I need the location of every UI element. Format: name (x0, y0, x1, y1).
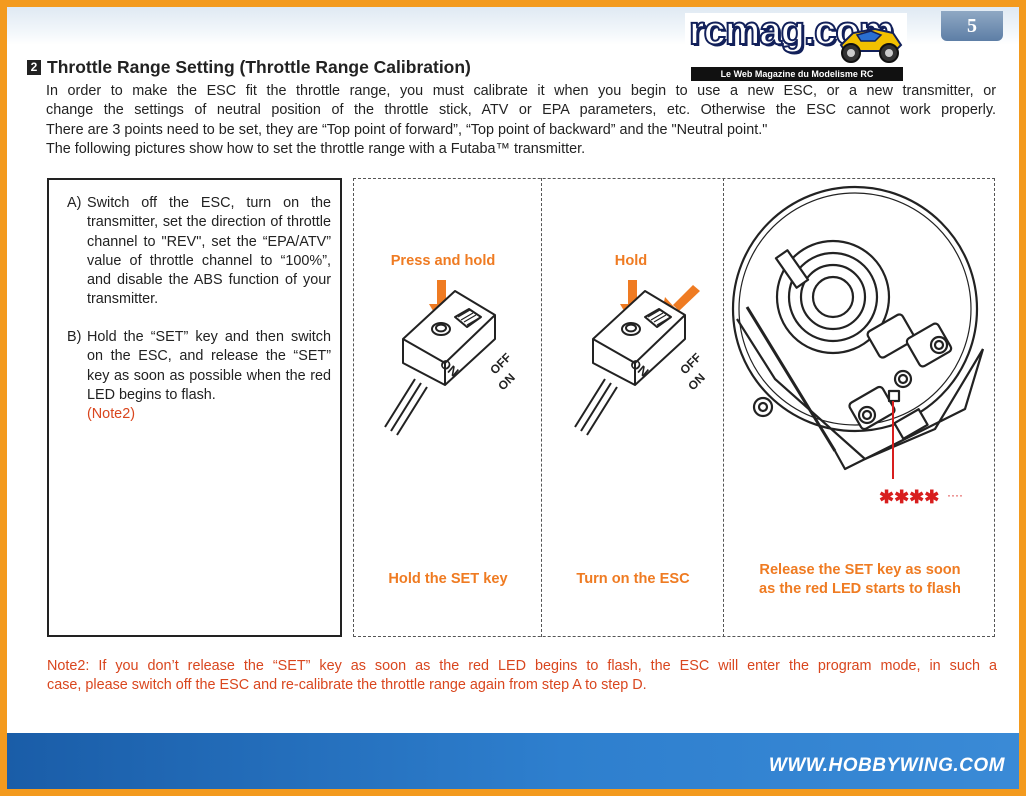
step-mark: B) (67, 329, 82, 345)
note-line: Note2: If you don’t release the “SET” ke… (47, 658, 997, 674)
panel-divider (541, 178, 542, 637)
step-mark: A) (67, 195, 82, 211)
intro-paragraph: In order to make the ESC fit the throttl… (46, 82, 996, 160)
section-title: 2 Throttle Range Setting (Throttle Range… (27, 57, 471, 78)
step-text: Hold the “SET” key and then switch on th… (87, 329, 331, 403)
flashing-led-icon: ✱✱✱✱ (879, 487, 939, 507)
section-title-text: Throttle Range Setting (Throttle Range C… (47, 57, 471, 77)
caption-hold-set-key: Hold the SET key (388, 571, 508, 587)
step-a: A) Switch off the ESC, turn on the trans… (67, 194, 331, 310)
red-led-indicator: ✱✱✱✱ ···· (879, 401, 963, 507)
intro-line: In order to make the ESC fit the throttl… (46, 83, 996, 99)
switch-illustration-press: Press and hold ON OFF ON (384, 253, 518, 436)
switch-icon (574, 290, 686, 436)
rcmag-logo: rcmag.com Le Web Magazine du Modelisme R… (685, 8, 907, 83)
illustration-panels (353, 178, 995, 637)
instructions-box: A) Switch off the ESC, turn on the trans… (47, 178, 342, 637)
svg-text:····: ···· (947, 488, 963, 502)
rc-car-icon (839, 27, 903, 63)
note-reference: (Note2) (87, 406, 135, 423)
hold-label: Hold (615, 253, 647, 269)
intro-line: change the settings of neutral position … (46, 102, 996, 119)
press-and-hold-label: Press and hold (391, 253, 496, 269)
intro-line: The following pictures show how to set t… (46, 141, 586, 158)
switch-illustration-hold: Hold ON OFF ON (574, 253, 708, 436)
page-number: 5 (941, 11, 1003, 41)
switch-icon (384, 290, 496, 436)
esc-body-icon (731, 185, 985, 471)
caption-line: Release the SET key as soon (759, 562, 961, 578)
step-text-wrap: Hold the “SET” key and then switch on th… (87, 328, 331, 424)
website-link[interactable]: WWW.HOBBYWING.COM (768, 755, 1005, 776)
note-line: case, please switch off the ESC and re-c… (47, 677, 647, 694)
caption-line: as the red LED starts to flash (759, 581, 961, 597)
logo-subtitle: Le Web Magazine du Modelisme RC (691, 67, 903, 81)
panel-divider (723, 178, 724, 637)
step-text: Switch off the ESC, turn on the transmit… (87, 195, 331, 308)
section-number: 2 (27, 60, 41, 75)
esc-illustration: ✱✱✱✱ ···· (731, 185, 985, 507)
step-b: B) Hold the “SET” key and then switch on… (67, 328, 331, 424)
intro-line: There are 3 points need to be set, they … (46, 121, 768, 138)
caption-turn-on-esc: Turn on the ESC (576, 571, 690, 587)
caption-release-set-key: Release the SET key as soon as the red L… (725, 561, 995, 599)
note2-text: Note2: If you don’t release the “SET” ke… (47, 657, 997, 696)
footer-band: WWW.HOBBYWING.COM (7, 733, 1019, 789)
